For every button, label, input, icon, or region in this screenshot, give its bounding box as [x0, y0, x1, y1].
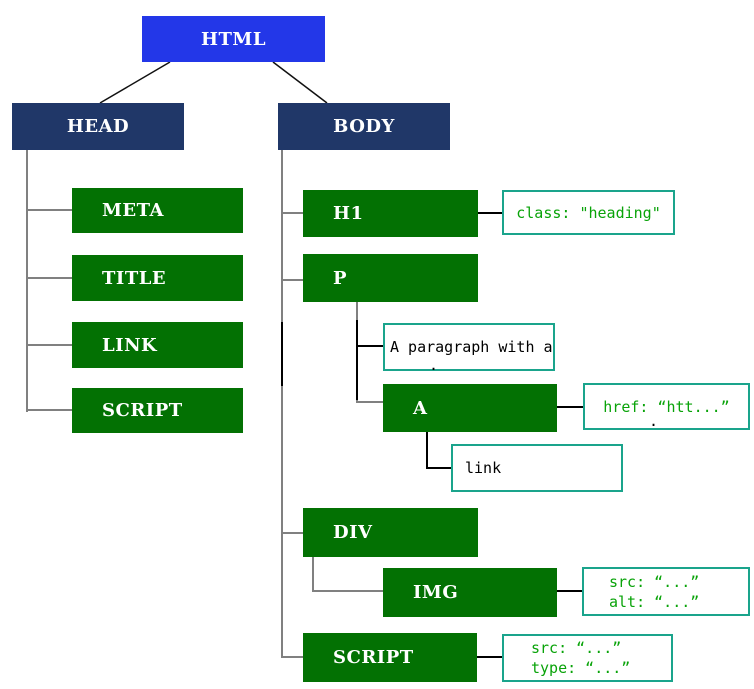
connector-head-meta — [26, 209, 72, 211]
node-link: LINK — [72, 322, 243, 368]
node-script-head-label: SCRIPT — [102, 400, 183, 421]
node-script-body: SCRIPT — [303, 633, 477, 682]
node-html: HTML — [142, 16, 325, 62]
node-body-label: BODY — [333, 116, 395, 137]
connector-body-script — [281, 656, 303, 658]
node-meta: META — [72, 188, 243, 233]
node-head: HEAD — [12, 103, 184, 150]
node-script-body-label: SCRIPT — [333, 647, 414, 668]
connector-img-annotation — [557, 590, 582, 592]
node-a: A — [383, 384, 557, 432]
annotation-h1-attrs: class: "heading" — [502, 190, 675, 235]
connector-body-h1 — [281, 212, 303, 214]
node-h1-label: H1 — [333, 203, 364, 224]
annotation-img-attrs: src: “...” alt: “...” — [582, 567, 750, 616]
connector-div-trunk — [312, 557, 314, 592]
text-node-paragraph-text: A paragraph with a — [390, 338, 553, 356]
node-p-label: P — [333, 267, 348, 289]
node-h1: H1 — [303, 190, 478, 237]
connector-a-linktext — [426, 467, 451, 469]
node-title-label: TITLE — [102, 267, 167, 289]
node-link-label: LINK — [102, 334, 158, 356]
annotation-script-line-type: type: “...” — [531, 659, 631, 677]
node-img: IMG — [383, 568, 557, 617]
edge-html-head — [99, 61, 171, 104]
connector-p-a — [356, 401, 383, 403]
annotation-a-attrs: href: “htt...” . — [583, 383, 750, 430]
connector-head-script — [26, 409, 72, 411]
node-meta-label: META — [102, 200, 165, 221]
connector-body-trunk-dark-segment — [281, 322, 283, 386]
text-node-link-text: link — [465, 459, 502, 477]
node-html-label: HTML — [201, 28, 266, 50]
connector-body-p — [281, 279, 303, 281]
node-a-label: A — [413, 397, 428, 419]
edge-html-body — [272, 61, 328, 104]
connector-body-trunk — [281, 150, 283, 658]
annotation-a-line: href: “htt...” — [603, 397, 730, 416]
annotation-h1-line: class: "heading" — [516, 203, 661, 222]
connector-script-annotation — [477, 656, 502, 658]
connector-head-link — [26, 344, 72, 346]
node-script-head: SCRIPT — [72, 388, 243, 433]
connector-p-textnode — [356, 345, 383, 347]
connector-div-img — [312, 590, 383, 592]
connector-a-trunk — [426, 432, 428, 469]
connector-a-annotation — [557, 406, 583, 408]
node-head-label: HEAD — [66, 116, 130, 137]
text-node-link: link — [451, 444, 623, 492]
text-node-paragraph: A paragraph with a . — [383, 323, 555, 374]
annotation-script-line-src: src: “...” — [531, 639, 622, 657]
node-div: DIV — [303, 508, 478, 557]
connector-head-trunk — [26, 150, 28, 412]
node-p: P — [303, 254, 478, 302]
connector-p-trunk-dark-segment — [356, 320, 358, 400]
annotation-img-line-alt: alt: “...” — [609, 592, 700, 611]
node-title: TITLE — [72, 255, 243, 301]
stray-dot: . — [649, 412, 659, 430]
node-div-label: DIV — [333, 522, 373, 543]
node-img-label: IMG — [413, 582, 459, 603]
node-body: BODY — [278, 103, 450, 150]
connector-body-div — [281, 532, 303, 534]
annotation-img-line-src: src: “...” — [609, 572, 700, 591]
annotation-script-attrs: src: “...” type: “...” — [502, 634, 673, 682]
stray-dot: . — [429, 356, 439, 374]
connector-h1-annotation — [478, 212, 502, 214]
connector-head-title — [26, 277, 72, 279]
